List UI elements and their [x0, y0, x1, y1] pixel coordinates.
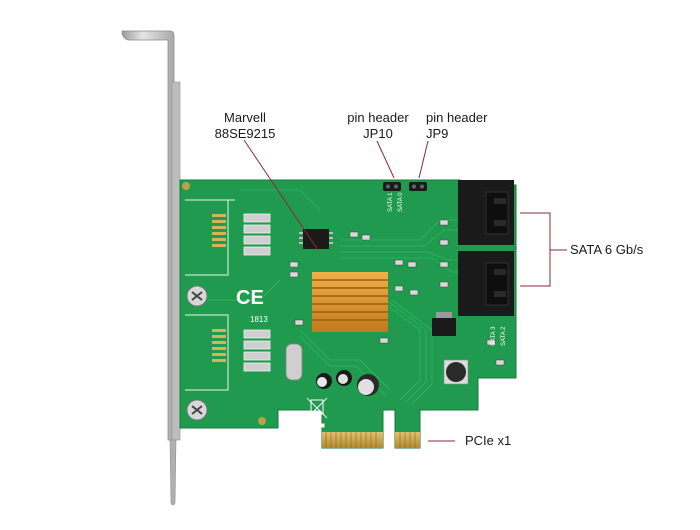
pin-header-jp10 [383, 182, 401, 191]
screw-icon [186, 285, 208, 307]
svg-text:SATA 2: SATA 2 [501, 326, 507, 346]
annotation-jp10-line1: pin header [347, 110, 409, 125]
controller-chip [303, 229, 329, 249]
weee-bin-icon [306, 397, 328, 428]
annotation-jp10: pin header JP10 [340, 110, 416, 142]
pcie-gold-fingers [322, 432, 420, 448]
pin-header-jp9 [409, 182, 427, 191]
annotation-jp9-line1: pin header [426, 110, 488, 125]
svg-text:1813: 1813 [250, 315, 268, 324]
annotation-chip-line2: 88SE9215 [214, 126, 276, 141]
svg-text:SATA 3: SATA 3 [491, 326, 497, 346]
sata-port-lower [458, 251, 514, 316]
annotation-pcie: PCIe x1 [465, 433, 512, 448]
sata-port-upper [458, 180, 514, 245]
annotation-sata: SATA 6 Gb/s [570, 242, 644, 257]
pcb-board: CE 1813 [179, 179, 517, 449]
heatsink [312, 272, 388, 332]
annotation-jp10-line2: JP10 [363, 126, 393, 141]
annotation-jp9-line2: JP9 [426, 126, 449, 141]
svg-text:CE: CE [236, 287, 264, 309]
leader-lines [243, 139, 567, 442]
annotation-chip: Marvell 88SE9215 [210, 110, 280, 142]
metal-bracket [121, 30, 181, 506]
screw-icon [186, 399, 208, 421]
svg-text:SATA 0: SATA 0 [398, 192, 404, 212]
annotation-chip-line1: Marvell [224, 110, 266, 125]
svg-text:SATA 1: SATA 1 [388, 192, 394, 212]
annotation-jp9: pin header JP9 [426, 110, 487, 142]
